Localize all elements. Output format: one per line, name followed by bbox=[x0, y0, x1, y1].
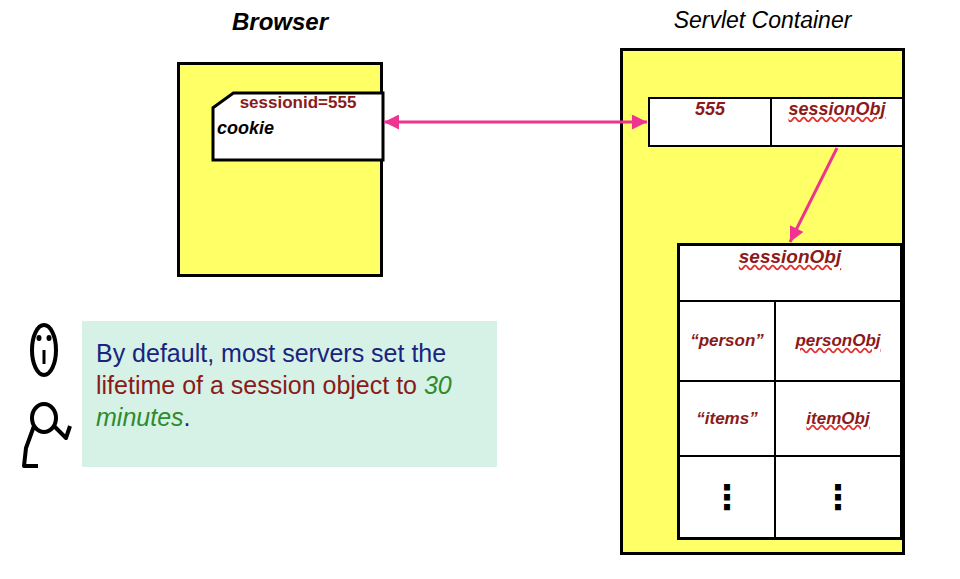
cookie-value: sessionid=555 bbox=[213, 93, 383, 113]
figure-leg bbox=[54, 426, 70, 438]
figure-leg bbox=[24, 426, 38, 466]
table-cell-text: “items” bbox=[696, 409, 757, 429]
table-cell: ⋮ bbox=[776, 455, 900, 537]
figure-eye bbox=[37, 335, 42, 341]
figure-body bbox=[32, 404, 56, 432]
note-run: . bbox=[184, 403, 191, 431]
cell-text: sessionObj bbox=[772, 99, 902, 120]
session-ref-cell: sessionObj bbox=[770, 97, 904, 147]
table-cell: itemObj bbox=[776, 380, 900, 455]
cell-text: 555 bbox=[650, 99, 770, 120]
cookie-caption: cookie bbox=[217, 118, 274, 139]
note-text: By default, most servers set the lifetim… bbox=[96, 337, 483, 433]
figure-head bbox=[32, 325, 56, 375]
box-heading: Servlet Container bbox=[623, 6, 902, 34]
table-cell: personObj bbox=[776, 300, 900, 380]
table-cell: “items” bbox=[680, 380, 776, 455]
box-heading: Browser bbox=[180, 8, 380, 36]
container-box: Servlet Container555sessionObjsessionObj… bbox=[620, 48, 905, 555]
connector-arrow bbox=[384, 121, 647, 124]
table-cell: ⋮ bbox=[680, 455, 776, 537]
session-table: sessionObj “person” personObj “items” itemOb… bbox=[677, 243, 903, 540]
connector-arrow bbox=[790, 148, 837, 242]
table-cell-text: “person” bbox=[690, 331, 764, 351]
note-box: By default, most servers set the lifetim… bbox=[82, 321, 497, 467]
stick-figure bbox=[14, 320, 84, 476]
browser-box: Browsersessionid=555cookie bbox=[177, 62, 383, 277]
table-cell-text: itemObj bbox=[806, 409, 869, 429]
figure-eye bbox=[47, 335, 52, 341]
cookie-card: sessionid=555 cookie bbox=[213, 93, 383, 160]
note-run: By default, most servers set the bbox=[96, 339, 446, 367]
note-run: lifetime of a session object to bbox=[96, 371, 424, 399]
ellipsis-mark: ⋮ bbox=[821, 480, 855, 514]
cookie-shape bbox=[213, 93, 383, 160]
ellipsis-mark: ⋮ bbox=[710, 480, 744, 514]
table-header: sessionObj bbox=[680, 246, 900, 268]
session-id-cell: 555 bbox=[648, 97, 772, 147]
table-cell-text: personObj bbox=[795, 331, 880, 351]
table-cell: “person” bbox=[680, 300, 776, 380]
figure-mouth bbox=[43, 350, 46, 364]
